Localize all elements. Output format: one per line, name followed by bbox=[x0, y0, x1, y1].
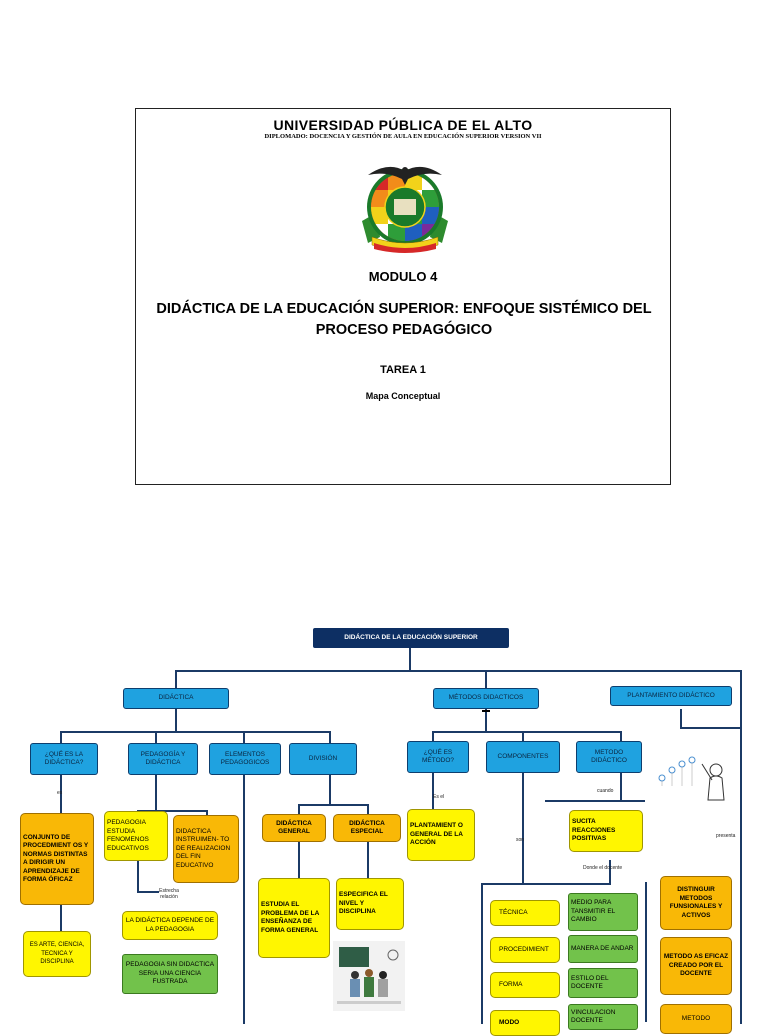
connector bbox=[522, 731, 524, 743]
connector bbox=[432, 731, 622, 733]
connector bbox=[620, 773, 622, 801]
metodo-bottom-node: METODO bbox=[660, 1004, 732, 1034]
connector bbox=[485, 670, 487, 688]
procedimiento-node: PROCEDIMIENT bbox=[490, 937, 560, 963]
connector bbox=[329, 731, 331, 745]
connector bbox=[432, 731, 434, 743]
estilo-node: ESTILO DEL DOCENTE bbox=[568, 968, 638, 998]
connector bbox=[620, 731, 622, 743]
connector bbox=[175, 670, 177, 688]
diploma-line: DIPLOMADO: DOCENCIA Y GESTIÓN DE AULA EN… bbox=[264, 133, 542, 140]
connector bbox=[680, 727, 742, 729]
connector bbox=[645, 882, 647, 1022]
label-son: son bbox=[516, 837, 525, 843]
que-es-didactica-node: ¿QUÉ ES LA DIDÁCTICA? bbox=[30, 743, 98, 775]
connector bbox=[367, 804, 369, 814]
connector bbox=[298, 842, 300, 878]
subtitle: Mapa Conceptual bbox=[365, 391, 441, 401]
classroom-illustration bbox=[333, 941, 405, 1011]
connector bbox=[409, 648, 411, 670]
connector bbox=[329, 775, 331, 805]
connector bbox=[60, 905, 62, 931]
module-label: MODULO 4 bbox=[368, 269, 438, 284]
connector bbox=[680, 709, 682, 727]
metodo-eficaz-node: METODO AS EFICAZ CREADO POR EL DOCENTE bbox=[660, 937, 732, 995]
connector bbox=[155, 775, 157, 811]
especifica-node: ESPECIFICA EL NIVEL Y DISCIPLINA bbox=[336, 878, 404, 930]
arte-ciencia-node: ES ARTE, CIENCIA, TECNICA Y DISCIPLINA bbox=[23, 931, 91, 977]
connector bbox=[298, 804, 300, 814]
connector bbox=[485, 709, 487, 731]
elementos-node: ELEMENTOS PEDAGOGICOS bbox=[209, 743, 281, 775]
connector bbox=[740, 670, 742, 1024]
medio-node: MEDIO PARA TANSMITIR EL CAMBIO bbox=[568, 893, 638, 931]
pedagogia-didactica-node: PEDAGOGÍA Y DIDÁCTICA bbox=[128, 743, 198, 775]
connector bbox=[432, 773, 434, 809]
connector bbox=[155, 731, 157, 745]
pedagogia-sin-node: PEDAGOGIA SIN DIDACTICA SERIA UNA CIENCI… bbox=[122, 954, 218, 994]
label-es: es bbox=[57, 790, 63, 796]
label-cuando: cuando bbox=[597, 788, 614, 794]
planteamiento-node: PLANTAMIENTO DIDÁCTICO bbox=[610, 686, 732, 706]
didactica-general-node: DIDÁCTICA GENERAL bbox=[262, 814, 326, 842]
label-es-el: Es el bbox=[433, 794, 445, 800]
university-name: UNIVERSIDAD PÚBLICA DE EL ALTO bbox=[273, 117, 533, 133]
dash-mark bbox=[482, 710, 490, 712]
didactica-especial-node: DIDÁCTICA ESPECIAL bbox=[333, 814, 401, 842]
que-es-metodo-node: ¿QUÉ ES MÉTODO? bbox=[407, 741, 469, 773]
cover-page: UNIVERSIDAD PÚBLICA DE EL ALTO DIPLOMADO… bbox=[135, 108, 671, 485]
sucita-node: SUCITA REACCIONES POSITIVAS bbox=[569, 810, 643, 852]
metodos-node: MÉTODOS DIDACTICOS bbox=[433, 688, 539, 709]
modo-node: MODO bbox=[490, 1010, 560, 1036]
connector bbox=[609, 860, 611, 884]
didactica-instrumento-node: DIDACTICA INSTRUIMEN- TO DE REALIZACION … bbox=[173, 815, 239, 883]
didactica-node: DIDÁCTICA bbox=[123, 688, 229, 709]
connector bbox=[175, 670, 740, 672]
connector bbox=[60, 731, 330, 733]
conjunto-node: CONJUNTO DE PROCEDMIENT OS Y NORMAS DIST… bbox=[20, 813, 94, 905]
division-node: DIVISIÓN bbox=[289, 743, 357, 775]
tecnica-node: TÉCNICA bbox=[490, 900, 560, 926]
label-estrecha: Estrecha relación bbox=[159, 888, 179, 900]
connector bbox=[206, 810, 208, 818]
distinguir-node: DISTINGUIR METODOS FUNSIONALES Y ACTIVOS bbox=[660, 876, 732, 930]
manera-node: MANERA DE ANDAR bbox=[568, 935, 638, 963]
vinculacion-node: VINCULACION DOCENTE bbox=[568, 1004, 638, 1030]
label-presenta: presenta bbox=[716, 833, 736, 839]
task-label: TAREA 1 bbox=[380, 364, 426, 376]
componentes-node: COMPONENTES bbox=[486, 741, 560, 773]
thinking-person-illustration bbox=[650, 752, 732, 804]
root-concept: DIDÁCTICA DE LA EDUCACIÓN SUPERIOR bbox=[313, 628, 509, 648]
estudia-problema-node: ESTUDIA EL PROBLEMA DE LA ENSEÑANZA DE F… bbox=[258, 878, 330, 958]
connector bbox=[243, 731, 245, 1024]
forma-node: FORMA bbox=[490, 972, 560, 998]
pedagogia-estudia-node: PEDAGOGIA ESTUDIA FENOMENOS EDUCATIVOS bbox=[104, 811, 168, 861]
connector bbox=[137, 891, 159, 893]
connector bbox=[137, 810, 207, 812]
connector bbox=[481, 883, 483, 1024]
document-title: DIDÁCTICA DE LA EDUCACIÓN SUPERIOR: ENFO… bbox=[156, 301, 652, 338]
connector bbox=[60, 731, 62, 745]
connector bbox=[367, 842, 369, 878]
planteamiento-general-node: PLANTAMIENT O GENERAL DE LA ACCIÓN bbox=[407, 809, 475, 861]
connector bbox=[298, 804, 368, 806]
metodo-didactico-node: METODO DIDÁCTICO bbox=[576, 741, 642, 773]
university-seal-logo bbox=[362, 166, 448, 253]
connector bbox=[481, 883, 611, 885]
connector bbox=[545, 800, 645, 802]
connector bbox=[522, 773, 524, 883]
connector bbox=[175, 709, 177, 731]
label-donde: Donde el docente bbox=[583, 865, 623, 871]
depende-node: LA DIDÁCTICA DEPENDE DE LA PEDAGOGIA bbox=[122, 911, 218, 940]
connector bbox=[60, 775, 62, 813]
